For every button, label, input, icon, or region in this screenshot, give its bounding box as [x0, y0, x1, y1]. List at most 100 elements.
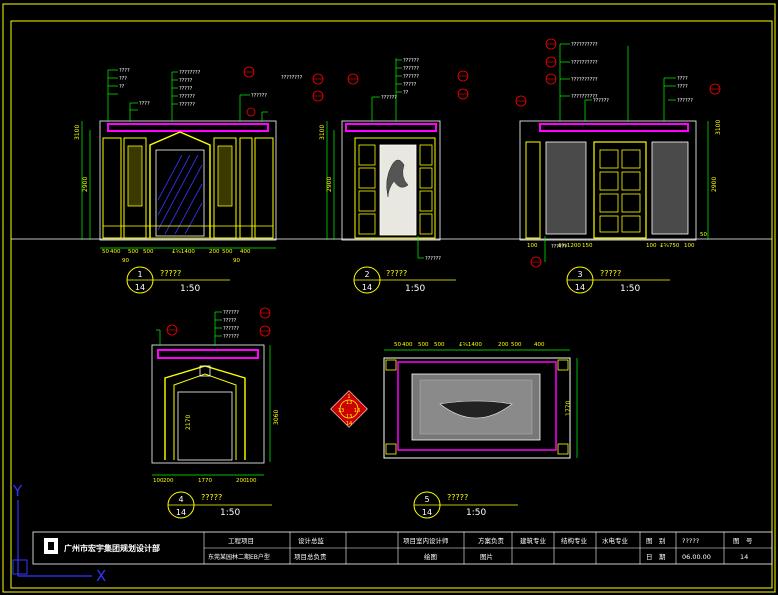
svg-text:90: 90 [122, 258, 129, 264]
svg-text:500: 500 [143, 249, 154, 255]
svg-text:??????: ?????? [179, 94, 195, 100]
svg-text:??: ?? [119, 84, 125, 90]
v3-callouts [544, 43, 676, 262]
svg-text:??????: ?????? [223, 310, 239, 316]
svg-text:??????: ?????? [251, 93, 267, 99]
v2-ceiling-band [345, 123, 437, 132]
v1-panel-right [239, 137, 253, 239]
svg-text:2: 2 [364, 270, 369, 279]
svg-text:?????: ????? [447, 493, 468, 502]
svg-text:????????: ???????? [281, 75, 303, 81]
tb-number-label: 图 号 [733, 537, 753, 545]
svg-text:1:50: 1:50 [620, 284, 640, 294]
tb-arch-label: 建筑专业 [520, 536, 547, 545]
svg-text:?????: ????? [600, 269, 621, 278]
ucs-y-label: Y [12, 482, 23, 500]
v3-callout-texts: ?????????? ?????????? ?????????? ???????… [551, 42, 693, 250]
svg-text:????????: ???????? [179, 70, 201, 76]
svg-text:400: 400 [534, 342, 545, 348]
drawing-frame [10, 20, 773, 589]
tb-drawing-label: 图 别 [646, 536, 666, 545]
svg-text:????: ???? [139, 101, 150, 107]
svg-text:500: 500 [511, 342, 522, 348]
v3-grille-left [545, 141, 587, 235]
v3-ceiling-band [539, 123, 689, 132]
svg-text:?????: ????? [403, 82, 417, 88]
svg-text:?????: ????? [179, 86, 193, 92]
elevation-3[interactable]: 3100 2900 100 £¾1200 150 100 £¾750 100 5… [515, 38, 722, 294]
v2-door-frame [354, 137, 436, 239]
v4-arch-inner [173, 373, 237, 460]
svg-text:??????????: ?????????? [571, 77, 598, 83]
svg-text:???: ??? [119, 76, 127, 82]
svg-text:100: 100 [527, 243, 538, 249]
v3-view-label: 3 14 ????? 1:50 [566, 266, 670, 294]
svg-text:?????: ????? [160, 269, 181, 278]
svg-text:?????: ????? [201, 493, 222, 502]
v4-wall-outline [151, 344, 265, 464]
tb-survey-label: 方案负责 [478, 536, 505, 545]
svg-text:200: 200 [498, 342, 509, 348]
svg-text:??????: ?????? [179, 102, 195, 108]
v1-view-label: 1 14 ????? 1:50 [126, 266, 230, 294]
v1-callouts [107, 69, 268, 122]
svg-text:4: 4 [178, 495, 183, 504]
svg-text:100: 100 [684, 243, 695, 249]
v1-door-arch [149, 131, 211, 238]
v1-base [102, 225, 274, 239]
v3-door [593, 141, 647, 239]
plan-view-5[interactable]: 50 400 500 500 £¾1400 200 500 400 1770 1… [330, 342, 578, 519]
svg-text:200: 200 [209, 249, 220, 255]
svg-text:1:50: 1:50 [466, 508, 486, 518]
svg-text:90: 90 [233, 258, 240, 264]
svg-text:??????: ?????? [677, 98, 693, 104]
svg-text:50: 50 [102, 249, 109, 255]
v5-carpet-medallion [439, 400, 513, 419]
v1-lattice-left [127, 145, 143, 207]
svg-text:200: 200 [236, 478, 247, 484]
v1-pilaster-right [254, 137, 274, 239]
elevation-1[interactable]: 3100 2900 50 400 500 500 £¾1400 200 500 … [74, 66, 324, 294]
elevation-4[interactable]: 3060 2170 100 200 1770 200 100 ?????? ??… [151, 307, 280, 519]
tb-project-value: 东莞某园林二期EB户型 [208, 553, 270, 561]
v4-dim-right-total: 3060 [273, 410, 280, 425]
svg-text:??????: ?????? [403, 66, 419, 72]
v4-opening [177, 391, 233, 461]
svg-text:150: 150 [582, 243, 593, 249]
v3-grille-right [651, 141, 689, 235]
v2-section-markers [347, 70, 469, 100]
v1-section-markers [243, 66, 324, 117]
svg-text:????: ???? [119, 68, 130, 74]
tb-sheet-value: 14 [740, 553, 748, 561]
v3-wall-outline [519, 120, 697, 241]
v1-dim-left-total: 3100 [74, 125, 81, 140]
svg-text:14: 14 [362, 283, 372, 292]
svg-text:14: 14 [422, 508, 432, 517]
title-block[interactable]: 广州市宏宇集团规划设计部 工程项目 设计总监 项目室内设计师 方案负责 建筑专业… [32, 531, 773, 565]
svg-text:500: 500 [222, 249, 233, 255]
svg-text:??????: ?????? [381, 95, 397, 101]
v1-pilaster-left [102, 137, 122, 239]
sheet-border [2, 3, 776, 593]
svg-text:??????????: ?????????? [571, 42, 598, 48]
v5-column-bl [385, 443, 397, 455]
v2-glass-ornament [386, 159, 409, 198]
v5-inner-border [397, 361, 557, 451]
elevation-2[interactable]: 3100 2900 ?????? ?????? ?????? ????? ?? … [319, 58, 469, 294]
v5-dims-top: 50 400 500 500 £¾1400 200 500 400 [394, 342, 545, 348]
v1-wall-outline [99, 120, 277, 241]
svg-text:14: 14 [346, 421, 352, 427]
svg-text:5: 5 [424, 495, 429, 504]
svg-text:100: 100 [646, 243, 657, 249]
svg-text:£¾1400: £¾1400 [172, 249, 195, 255]
tb-designer-label: 项目室内设计师 [403, 536, 449, 545]
v1-callout-texts: ???? ??? ?? ???? ???????? ????? ????? ??… [119, 68, 303, 108]
v4-arch [164, 365, 246, 460]
svg-text:????: ???? [677, 76, 688, 82]
v4-dims-bottom: 100 200 1770 200 100 [153, 478, 257, 484]
svg-text:14: 14 [575, 283, 585, 292]
svg-text:500: 500 [418, 342, 429, 348]
tb-project-label: 工程项目 [228, 536, 254, 545]
v3-column-left [525, 141, 541, 239]
